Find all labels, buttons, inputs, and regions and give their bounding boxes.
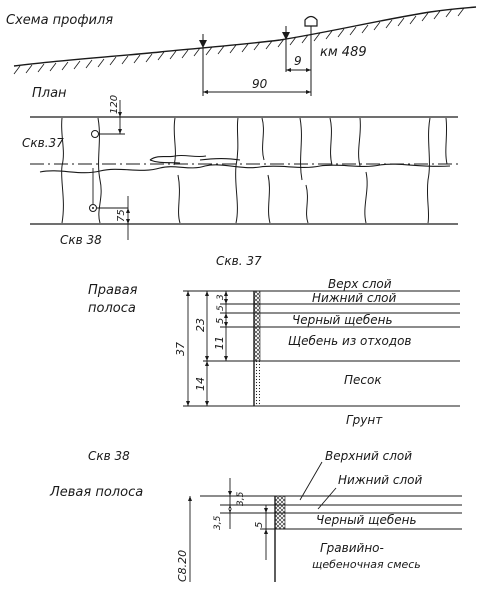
dim-75-label: 75 <box>116 209 127 222</box>
dim-90-label: 90 <box>252 77 268 91</box>
section-38-dim-mid: 5 <box>254 522 265 528</box>
section-38-dim-ticks <box>188 491 268 534</box>
section-37-dim-total: 37 <box>174 342 187 356</box>
section-37-layer-4: Щебень из отходов <box>288 334 412 348</box>
section-38-dim-total: С8.20 <box>176 550 189 582</box>
section-37-well-label: Скв. 37 <box>216 254 262 268</box>
dim-120-label: 120 <box>109 95 120 114</box>
section-38-crosshatch <box>274 495 286 530</box>
plan-well-38-label: Скв 38 <box>60 233 102 247</box>
km-label: км 489 <box>320 45 367 60</box>
plan-view: План 120 Скв.3 <box>22 86 458 247</box>
section-38-layer-1: Верхний слой <box>325 449 412 463</box>
section-37-crosshatch <box>253 290 261 362</box>
section-37-dim-d3: 5 <box>215 318 226 324</box>
section-38-layer-3: Черный щебень <box>316 513 417 527</box>
section-38-layer-2: Нижний слой <box>338 473 423 487</box>
section-37-layer-3: Черный щебень <box>292 313 393 327</box>
section-37-layer-6: Грунт <box>346 413 383 427</box>
section-38-well-label: Скв 38 <box>88 449 130 463</box>
transverse-cracks <box>61 117 448 224</box>
section-37-dim-d1: 3 <box>216 294 226 300</box>
borehole-37-marker <box>91 130 99 138</box>
dim-120-arrows <box>118 112 122 134</box>
ground-hatching <box>13 7 465 75</box>
section-38-layer-4: Гравийно- <box>320 541 384 555</box>
ground-surface-line <box>13 6 477 67</box>
profile-title: Схема профиля <box>6 13 113 28</box>
section-37-dim-d2: 5 <box>216 305 226 311</box>
dim-9-arrows <box>286 68 311 72</box>
section-37-layer-1: Верх слой <box>328 277 392 291</box>
section-37: Скв. 37 Правая полоса 37 <box>88 254 460 427</box>
plan-well-37-label: Скв.37 <box>22 136 64 150</box>
plan-title: План <box>32 86 67 101</box>
dim-75-arrows <box>126 208 130 224</box>
section-37-dim-upper: 23 <box>194 318 207 332</box>
section-37-layer-5: Песок <box>344 373 382 387</box>
crack-patch <box>149 154 241 164</box>
section-37-dim-d4: 11 <box>213 336 226 350</box>
profile-arrow-mid <box>282 32 290 40</box>
dim-9-label: 9 <box>294 54 302 68</box>
section-37-sand-dots <box>254 361 260 406</box>
section-37-dim-lower: 14 <box>194 377 207 391</box>
profile-scheme: Схема профиля 9 90 км 489 <box>6 6 477 96</box>
section-37-side-line2: полоса <box>88 301 136 316</box>
section-38-dim-top2: 3,5 <box>213 515 223 530</box>
section-37-layer-2: Нижний слой <box>312 291 397 305</box>
km-post-flag-icon <box>304 15 318 27</box>
section-38: Скв 38 Левая полоса 3,5 3,5 5 С8.20 Верх… <box>49 449 462 582</box>
section-38-side-label: Левая полоса <box>49 485 143 500</box>
longitudinal-crack <box>39 163 451 174</box>
section-38-dim-lines <box>189 478 267 582</box>
borehole-38-marker <box>89 204 97 212</box>
section-37-dim-ticks <box>186 291 228 406</box>
profile-arrow-left <box>199 40 207 48</box>
section-38-leader-2 <box>317 487 337 510</box>
section-38-leader-1 <box>299 461 323 501</box>
section-38-dim-top1: 3,5 <box>236 491 246 506</box>
section-38-layer-lines <box>200 495 462 530</box>
section-38-layer-5: щебеночная смесь <box>312 558 421 571</box>
borehole-38-dot <box>92 207 94 209</box>
section-37-side-line1: Правая <box>88 283 138 298</box>
